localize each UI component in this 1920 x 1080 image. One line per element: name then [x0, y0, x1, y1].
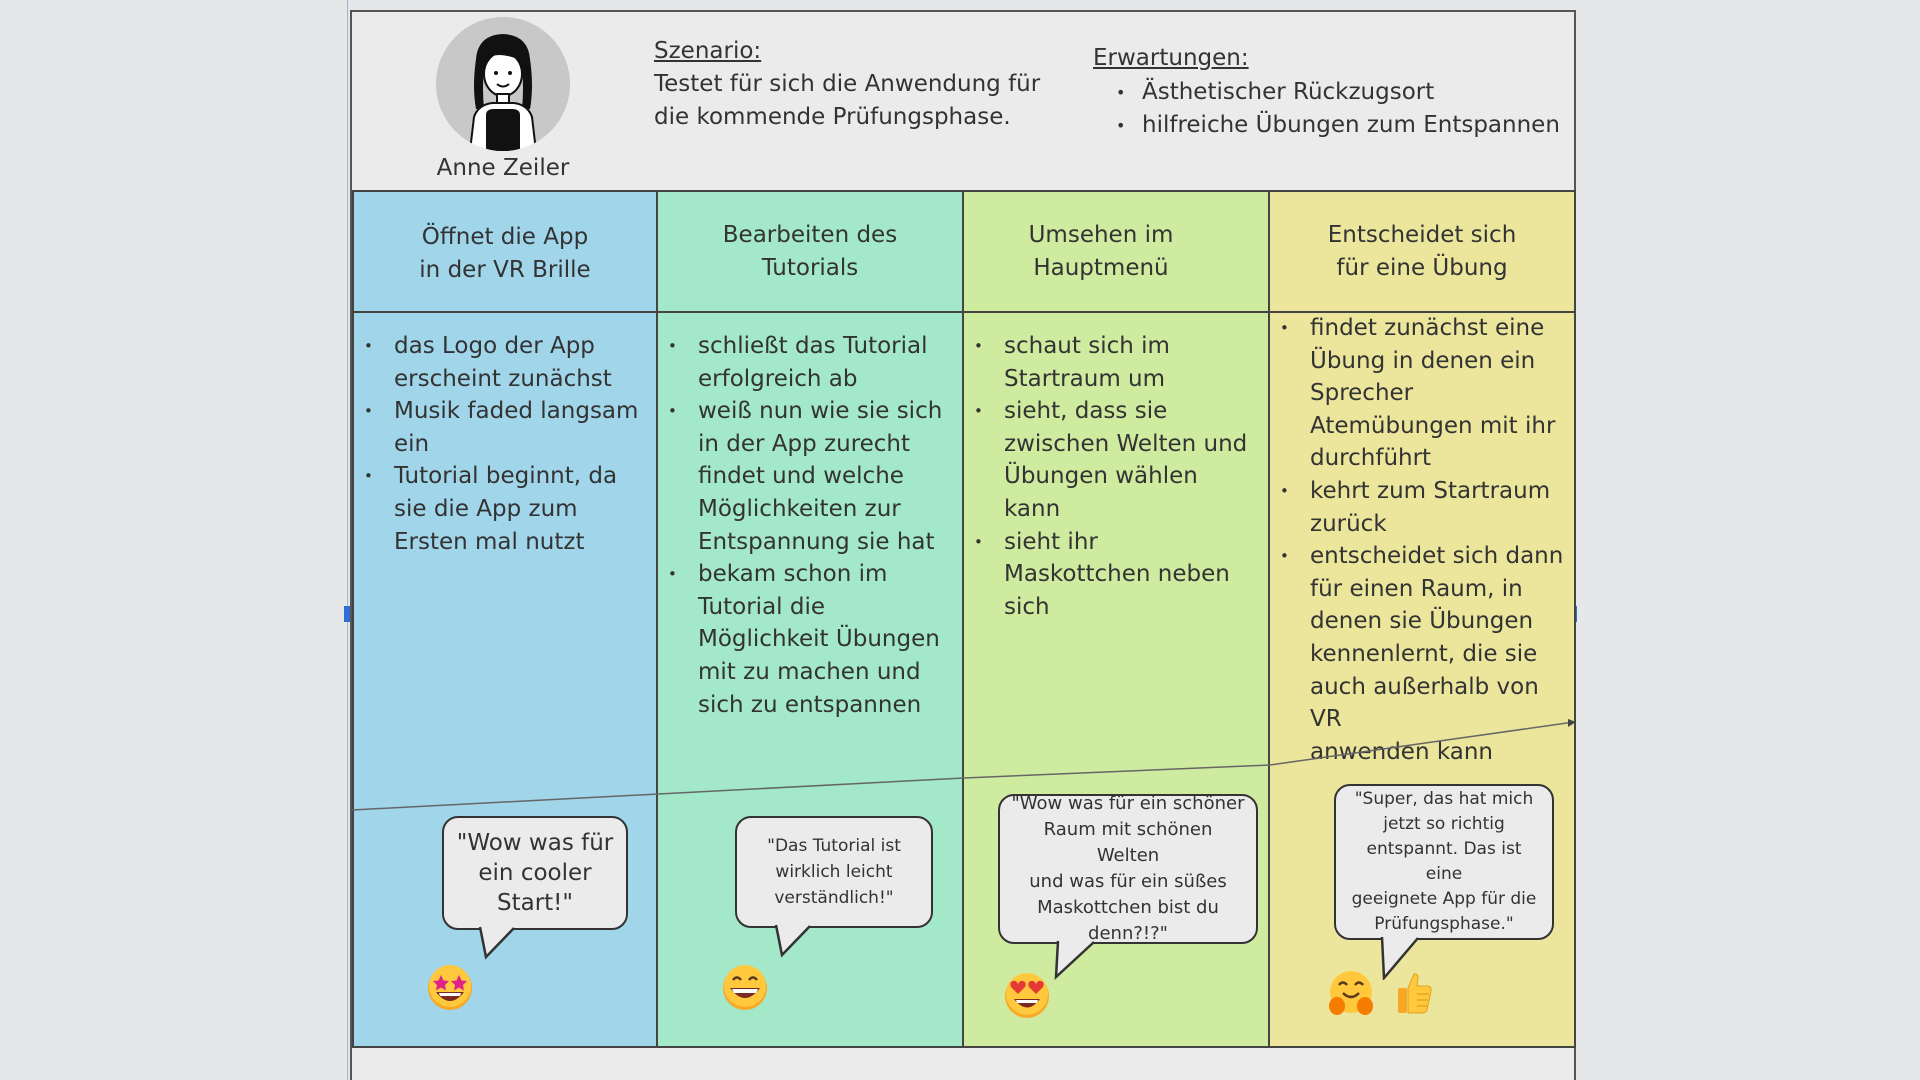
quote-line: Prüfungsphase."	[1374, 914, 1514, 934]
column-title: Umsehen im Hauptmenü	[964, 192, 1268, 313]
column-title-line: für eine Übung	[1336, 254, 1508, 281]
grinning-face-emoji-icon	[720, 962, 770, 1012]
scenario-line-2: die kommende Prüfungsphase.	[654, 104, 1011, 130]
column-title-line: Bearbeiten des	[722, 221, 898, 248]
scenario-label: Szenario:	[654, 38, 762, 64]
quote-line: ein cooler	[478, 860, 592, 886]
bullet-item: findet zunächst eine Übung in denen ein …	[1270, 312, 1574, 475]
bullet-item: das Logo der App erscheint zunächst	[354, 330, 656, 395]
star-struck-emoji-icon	[425, 962, 475, 1012]
column-title-line: Öffnet die App	[421, 223, 589, 250]
quote-bubble-4: "Super, das hat mich jetzt so richtig en…	[1334, 784, 1554, 940]
column-bullets: findet zunächst eine Übung in denen ein …	[1270, 312, 1574, 768]
bullet-item: sieht, dass sie zwischen Welten und Übun…	[964, 395, 1268, 525]
bullet-item: schließt das Tutorial erfolgreich ab	[658, 330, 962, 395]
quote-line: "Wow was für ein schöner	[1011, 793, 1245, 814]
quote-line: und was für ein süßes	[1029, 871, 1227, 892]
bubble-tail	[1380, 936, 1419, 980]
quote-line: "Super, das hat mich	[1354, 789, 1534, 809]
quote-bubble-1: "Wow was für ein cooler Start!"	[442, 816, 628, 930]
quote-line: Start!"	[497, 890, 573, 916]
bullet-item: bekam schon im Tutorial die Möglichkeit …	[658, 558, 962, 721]
quote-line: "Wow was für	[456, 830, 614, 856]
column-bullets: schließt das Tutorial erfolgreich ab wei…	[658, 330, 962, 721]
column-title-line: Tutorials	[761, 254, 859, 281]
quote-line: Maskottchen bist du	[1037, 897, 1219, 918]
selection-handle-left[interactable]	[344, 606, 350, 622]
selection-guide-line	[347, 0, 348, 1080]
expectation-item: hilfreiche Übungen zum Entspannen	[1116, 109, 1560, 142]
column-title-line: Entscheidet sich	[1327, 221, 1517, 248]
column-title: Entscheidet sich für eine Übung	[1270, 192, 1574, 313]
column-title-line: in der VR Brille	[419, 256, 591, 283]
bubble-tail	[1054, 940, 1095, 980]
quote-line: entspannt. Das ist eine	[1366, 839, 1522, 884]
bullet-item: weiß nun wie sie sich in der App zurecht…	[658, 395, 962, 558]
column-bullets: schaut sich im Startraum um sieht, dass …	[964, 330, 1268, 623]
expectation-item: Ästhetischer Rückzugsort	[1116, 76, 1560, 109]
quote-line: Raum mit schönen Welten	[1043, 819, 1213, 866]
quote-bubble-2: "Das Tutorial ist wirklich leicht verstä…	[735, 816, 933, 928]
bubble-tail	[478, 926, 515, 960]
quote-line: jetzt so richtig	[1383, 814, 1505, 834]
quote-line: wirklich leicht	[775, 862, 893, 882]
quote-line: geeignete App für die	[1351, 889, 1537, 909]
woman-avatar-icon	[436, 17, 570, 151]
scenario-line-1: Testet für sich die Anwendung für	[654, 71, 1041, 97]
bubble-tail	[774, 924, 811, 958]
column-title: Bearbeiten des Tutorials	[658, 192, 962, 313]
column-title: Öffnet die App in der VR Brille	[354, 192, 656, 313]
column-title-line: Umsehen im	[1028, 221, 1174, 248]
column-bullets: das Logo der App erscheint zunächst Musi…	[354, 330, 656, 558]
bullet-item: Tutorial beginnt, da sie die App zum Ers…	[354, 460, 656, 558]
bullet-item: Musik faded langsam ein	[354, 395, 656, 460]
quote-line: "Das Tutorial ist	[767, 836, 901, 856]
bullet-item: sieht ihr Maskottchen neben sich	[964, 526, 1268, 624]
expectations-list: Ästhetischer Rückzugsort hilfreiche Übun…	[1116, 76, 1560, 142]
bullet-item: entscheidet sich dann für einen Raum, in…	[1270, 540, 1574, 768]
bullet-item: schaut sich im Startraum um	[964, 330, 1268, 395]
thumbs-up-emoji-icon	[1388, 968, 1438, 1018]
heart-eyes-emoji-icon	[1002, 970, 1052, 1020]
quote-line: denn?!?"	[1088, 923, 1168, 944]
hugging-face-emoji-icon	[1326, 968, 1376, 1018]
column-title-line: Hauptmenü	[1033, 254, 1169, 281]
quote-bubble-3: "Wow was für ein schöner Raum mit schöne…	[998, 793, 1258, 944]
expectations-label: Erwartungen:	[1093, 45, 1249, 71]
quote-line: verständlich!"	[774, 888, 894, 908]
persona-name: Anne Zeiler	[436, 155, 570, 181]
bullet-item: kehrt zum Startraum zurück	[1270, 475, 1574, 540]
